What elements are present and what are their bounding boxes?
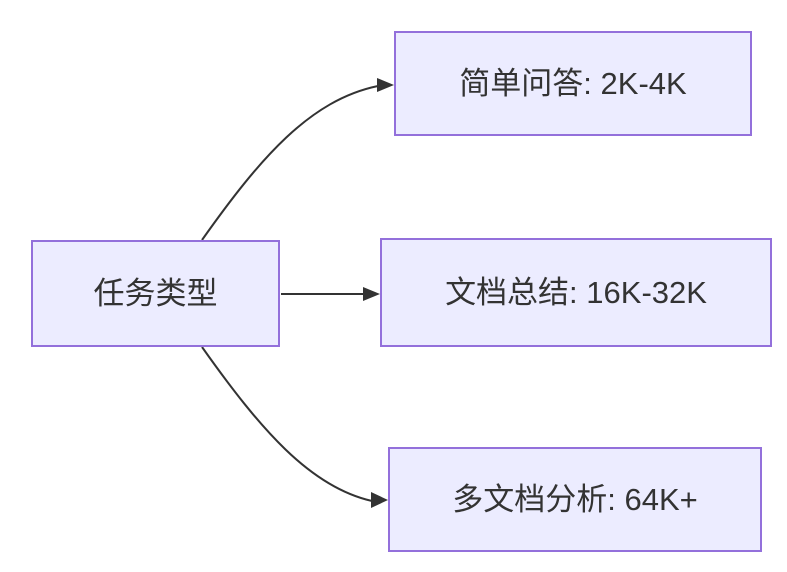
arrowhead-simple-qa [377,78,394,92]
node-doc-summary-label: 文档总结: 16K-32K [445,274,707,310]
node-multidoc-analysis: 多文档分析: 64K+ [388,447,762,552]
node-simple-qa-label: 简单问答: 2K-4K [459,65,687,101]
edge-root-to-simple-qa [201,85,379,241]
node-task-type-label: 任务类型 [93,275,218,311]
node-task-type: 任务类型 [31,240,280,347]
node-doc-summary: 文档总结: 16K-32K [380,238,772,347]
arrowhead-multidoc [371,492,388,508]
edge-root-to-multidoc [201,346,373,502]
node-simple-qa: 简单问答: 2K-4K [394,31,752,136]
arrowhead-doc-summary [363,287,380,301]
node-multidoc-analysis-label: 多文档分析: 64K+ [452,481,698,517]
